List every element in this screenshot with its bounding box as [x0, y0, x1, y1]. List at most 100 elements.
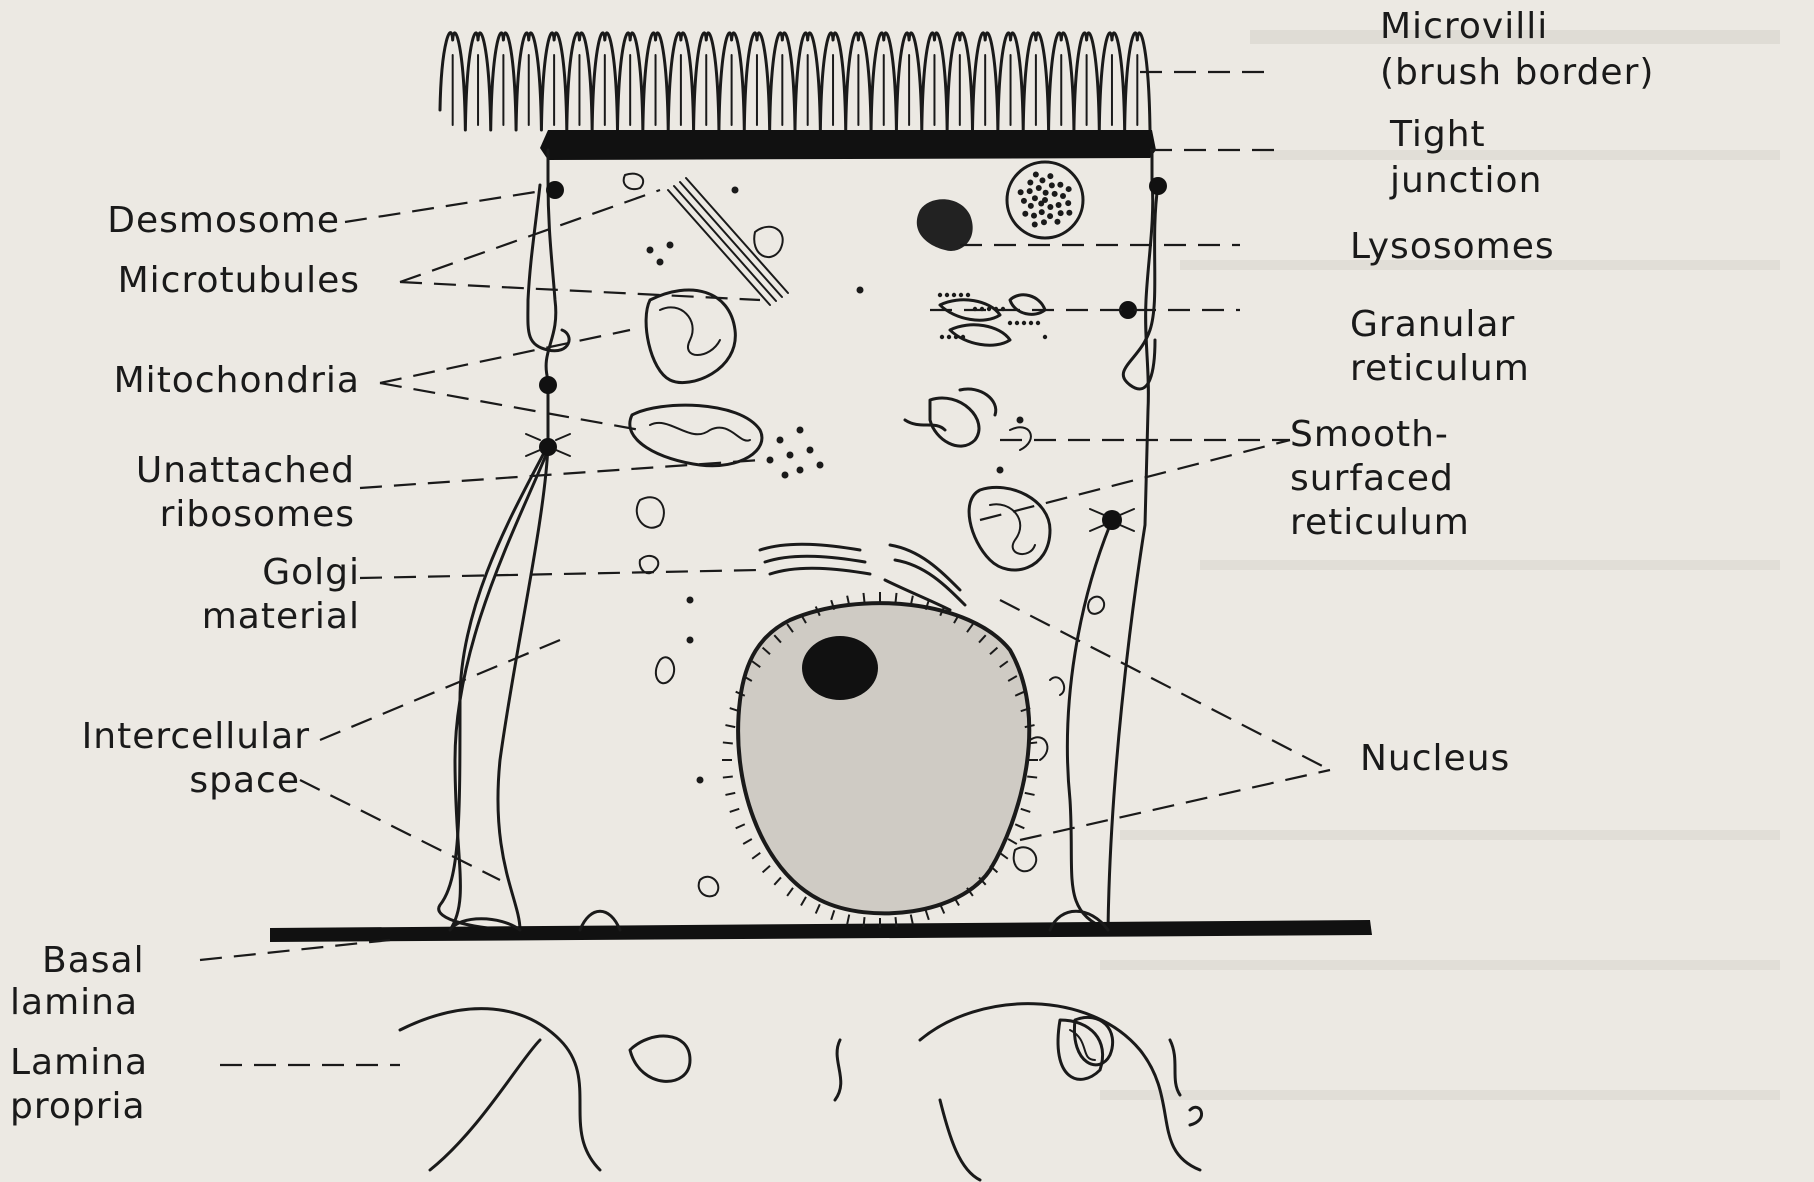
ribosome-dot: [697, 777, 704, 784]
label-lamina: lamina: [10, 982, 138, 1023]
ribosome-dot: [787, 452, 794, 459]
lysosome-granule: [1036, 185, 1042, 191]
granular-reticulum-ribosome: [1036, 321, 1040, 325]
lysosome-granule: [1041, 219, 1047, 225]
granular-reticulum-ribosome: [959, 293, 963, 297]
nuclear-envelope-spike: [831, 910, 834, 920]
ribosome-dot: [807, 447, 814, 454]
granular-reticulum-ribosome: [987, 307, 991, 311]
lysosome-granule: [1038, 200, 1044, 206]
ribosome-dot: [797, 427, 804, 434]
nuclear-envelope-spike: [752, 853, 760, 859]
label-desmosome: Desmosome: [107, 200, 340, 241]
label-ribosomes: ribosomes: [160, 494, 355, 535]
label-granular: Granular: [1350, 304, 1515, 345]
ribosome-dot: [997, 467, 1004, 474]
nuclear-envelope-spike: [801, 897, 806, 906]
nuclear-envelope-spike: [863, 917, 864, 927]
granular-reticulum-ribosome: [966, 293, 970, 297]
lysosome-granule: [1018, 189, 1024, 195]
lysosome-granule: [1032, 195, 1038, 201]
label-basal: Basal: [42, 940, 145, 981]
nuclear-envelope-spike: [911, 915, 913, 925]
ribosome-dot: [857, 287, 864, 294]
nuclear-envelope-spike: [736, 824, 745, 828]
ribosome-dot: [667, 242, 674, 249]
granular-reticulum-ribosome: [952, 293, 956, 297]
nuclear-envelope-spike: [1025, 793, 1035, 795]
lysosome-granule: [1039, 209, 1045, 215]
ribosome-dot: [687, 597, 694, 604]
granular-reticulum-cisterna: [950, 325, 1010, 345]
lysosome-granule: [1027, 179, 1033, 185]
lysosome-granule: [1047, 204, 1053, 210]
nuclear-envelope-spike: [730, 809, 740, 812]
label-lamina-2: Lamina: [10, 1042, 148, 1083]
lysosome-granule: [1066, 210, 1072, 216]
label-brush-border: (brush border): [1380, 52, 1654, 93]
nucleus: [722, 592, 1038, 928]
granular-reticulum-ribosome: [1022, 321, 1026, 325]
nuclear-envelope-spike: [1027, 742, 1037, 743]
nuclear-envelope-spike: [763, 866, 770, 873]
nuclear-envelope-spike: [723, 777, 733, 778]
lysosome-granule: [1022, 211, 1028, 217]
label-lysosomes: Lysosomes: [1350, 226, 1555, 267]
lysosome-granule: [1033, 172, 1039, 178]
ribosome-dot: [647, 247, 654, 254]
granular-reticulum-ribosome: [994, 307, 998, 311]
lamina-propria-shapes: [400, 1004, 1202, 1180]
right-labels: Microvilli (brush border) Tight junction…: [1290, 6, 1654, 779]
nuclear-envelope-spike: [895, 593, 896, 603]
nuclear-envelope-spike: [743, 839, 752, 844]
granular-reticulum-ribosome: [954, 335, 958, 339]
label-space: space: [189, 760, 300, 801]
nuclear-envelope-spike: [1015, 824, 1024, 828]
label-propria: propria: [10, 1086, 146, 1127]
lysosome-granule: [1043, 190, 1049, 196]
nuclear-envelope-spike: [816, 904, 820, 913]
microvilli-outline: [440, 33, 1150, 130]
desmosome-spots: [526, 177, 1167, 531]
ribosome-dot: [777, 437, 784, 444]
lysosome-granule: [1052, 191, 1058, 197]
lysosome-granule: [1066, 186, 1072, 192]
lysosome-granule: [1057, 182, 1063, 188]
nuclear-envelope-spike: [774, 877, 781, 884]
granular-reticulum-ribosome: [1008, 321, 1012, 325]
ribosome-dot: [1017, 417, 1024, 424]
lysosome-granule: [1032, 222, 1038, 228]
lysosome-granule: [1028, 203, 1034, 209]
ribosome-dot: [687, 637, 694, 644]
granular-reticulum-ribosome: [945, 293, 949, 297]
nuclear-envelope-spike: [787, 888, 793, 896]
granular-reticulum-cisterna: [1010, 295, 1045, 315]
lysosome-granule: [1065, 200, 1071, 206]
nuclear-envelope-spike: [1027, 777, 1037, 778]
granular-reticulum-ribosome: [940, 335, 944, 339]
lysosome-granule: [1039, 177, 1045, 183]
label-mitochondria: Mitochondria: [114, 360, 360, 401]
leader-lines: [200, 72, 1330, 1065]
basal-lamina: [270, 911, 1372, 942]
granular-reticulum-ribosome: [938, 293, 942, 297]
granular-reticulum-ribosome: [1029, 321, 1033, 325]
label-microvilli: Microvilli: [1380, 6, 1548, 47]
lysosome-granule: [1021, 198, 1027, 204]
nuclear-envelope-spike: [1000, 853, 1008, 859]
granular-reticulum-ribosome: [961, 335, 965, 339]
lysosome-granule: [1058, 210, 1064, 216]
label-tight: Tight: [1389, 114, 1486, 155]
lysosome-granule: [1027, 188, 1033, 194]
ribosome-dot: [797, 467, 804, 474]
ribosome-dot: [817, 462, 824, 469]
label-golgi: Golgi: [262, 552, 360, 593]
lysosome-granule: [1031, 213, 1037, 219]
left-labels: Desmosome Microtubules Mitochondria Unat…: [10, 200, 360, 1127]
label-material: material: [202, 596, 360, 637]
nuclear-envelope-spike: [863, 593, 864, 603]
nuclear-envelope-spike: [847, 915, 849, 925]
ribosome-dot: [657, 259, 664, 266]
granular-reticulum-ribosome: [947, 335, 951, 339]
